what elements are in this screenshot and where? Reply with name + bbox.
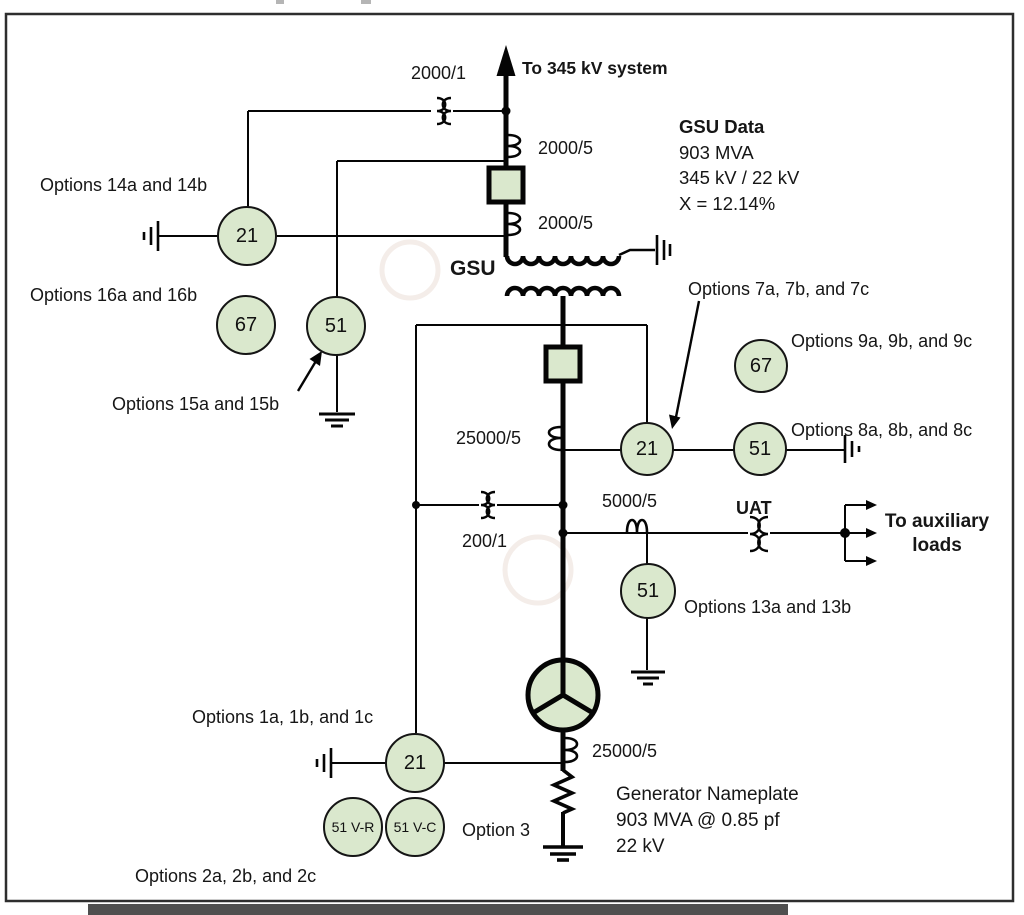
figure-border [4, 0, 1015, 915]
option-3-label: Option 3 [462, 820, 531, 840]
ct-2000-1-symbol [247, 96, 511, 210]
relay-label: 51 V-R [331, 819, 375, 835]
ground-symbol-right-51 [843, 435, 861, 463]
junction-dot [840, 528, 850, 538]
gsu-transformer [504, 235, 672, 297]
relay-label: 21 [635, 437, 659, 460]
gsu-data-voltage: 345 kV / 22 kV [679, 167, 800, 188]
relay-21-options-14: 21 [217, 206, 277, 266]
nameplate-line1: Generator Nameplate [616, 784, 799, 805]
generator-nameplate-block: Generator Nameplate 903 MVA @ 0.85 pf 22… [616, 782, 799, 860]
relay-21-options-7: 21 [620, 422, 674, 476]
ct-2000-5-top-symbol [336, 133, 522, 412]
ct-25000-5-upper-symbol [547, 425, 845, 452]
options-15-label: Options 15a and 15b [112, 394, 280, 414]
junction-dot [412, 501, 420, 509]
annotation-arrows [296, 300, 701, 429]
ct-2000-1-label: 2000/1 [411, 63, 467, 83]
relay-51-vc: 51 V-C [385, 797, 445, 857]
hv-line-345kv [496, 45, 516, 257]
ground-symbol-51-15 [319, 412, 355, 428]
uat-label: UAT [736, 498, 772, 518]
aux-loads-feeder [840, 500, 877, 566]
relay-51-options-8: 51 [733, 422, 787, 476]
options-8-label: Options 8a, 8b, and 8c [791, 420, 973, 440]
ct-200-1-label: 200/1 [462, 531, 508, 551]
relay-67-options-9: 67 [734, 339, 788, 393]
to-345kv-label: To 345 kV system [522, 58, 668, 78]
ct-2000-5-bottom-label: 2000/5 [538, 213, 594, 233]
relay-label: 67 [234, 313, 258, 336]
options-14-label: Options 14a and 14b [40, 175, 208, 195]
lv-bus-branches [415, 324, 648, 733]
options-2-label: Options 2a, 2b, and 2c [135, 866, 317, 886]
relay-51-options-13: 51 [620, 563, 676, 619]
watermark-rings [379, 239, 574, 606]
options-9-label: Options 9a, 9b, and 9c [791, 331, 973, 351]
ground-symbol-left-21 [142, 221, 160, 251]
relay-label: 51 [636, 579, 660, 602]
ground-symbol-51-13 [631, 670, 665, 686]
relay-51-options-15: 51 [306, 296, 366, 356]
gsu-data-block: GSU Data 903 MVA 345 kV / 22 kV X = 12.1… [679, 114, 799, 216]
ct-2000-5-bottom-symbol [158, 211, 522, 237]
relay-label: 51 [748, 437, 772, 460]
relay-51-vr: 51 V-R [323, 797, 383, 857]
ct-5000-5-symbol [625, 518, 649, 533]
ct-25000-5-upper-label: 25000/5 [456, 428, 522, 448]
relay-label: 51 V-C [393, 819, 437, 835]
ct-200-1-symbol [412, 490, 568, 520]
relay-label: 51 [324, 314, 348, 337]
options-15-arrow [296, 360, 318, 392]
relay-67-options-16: 67 [216, 295, 276, 355]
relay-label: 67 [749, 354, 773, 377]
options-7-arrow [674, 300, 701, 418]
up-arrow-icon [496, 45, 516, 76]
uat-transformer-symbol [749, 515, 769, 553]
ct-25000-5-lower-symbol [331, 736, 579, 764]
gsu-data-impedance: X = 12.14% [679, 192, 776, 214]
options-16-label: Options 16a and 16b [30, 285, 198, 305]
ct-5000-5-label: 5000/5 [602, 491, 658, 511]
gsu-data-title: GSU Data [679, 116, 765, 137]
options-13-label: Options 13a and 13b [684, 597, 852, 617]
junction-dot [558, 500, 568, 510]
options-7-label: Options 7a, 7b, and 7c [688, 279, 870, 299]
arrow-right-icon [866, 528, 877, 538]
nameplate-line2: 903 MVA @ 0.85 pf [616, 810, 780, 831]
relay-21-options-1: 21 [385, 733, 445, 793]
junction-dot [501, 106, 511, 116]
grounding-resistor-symbol [543, 768, 583, 862]
uat-branch [558, 500, 877, 686]
ground-symbol-gsu-neutral [655, 235, 672, 265]
ground-symbol-left-21-gen [315, 748, 333, 778]
arrow-right-icon [866, 556, 877, 566]
hv-breaker-square [486, 165, 526, 205]
ct-25000-5-lower-label: 25000/5 [592, 741, 658, 761]
lv-breaker-square [543, 344, 583, 384]
ground-symbol-generator [543, 845, 583, 862]
relay-label: 21 [235, 224, 259, 247]
arrow-right-icon [866, 500, 877, 510]
to-aux-loads-label: To auxiliary loads [884, 511, 990, 556]
relay-label: 21 [403, 751, 427, 774]
gsu-data-mva: 903 MVA [679, 141, 754, 163]
nameplate-line3: 22 kV [616, 836, 665, 857]
options-1-label: Options 1a, 1b, and 1c [192, 707, 374, 727]
gsu-label: GSU [450, 257, 496, 280]
generator-symbol [525, 657, 601, 733]
ct-2000-5-top-label: 2000/5 [538, 138, 594, 158]
bottom-bar [88, 904, 788, 915]
